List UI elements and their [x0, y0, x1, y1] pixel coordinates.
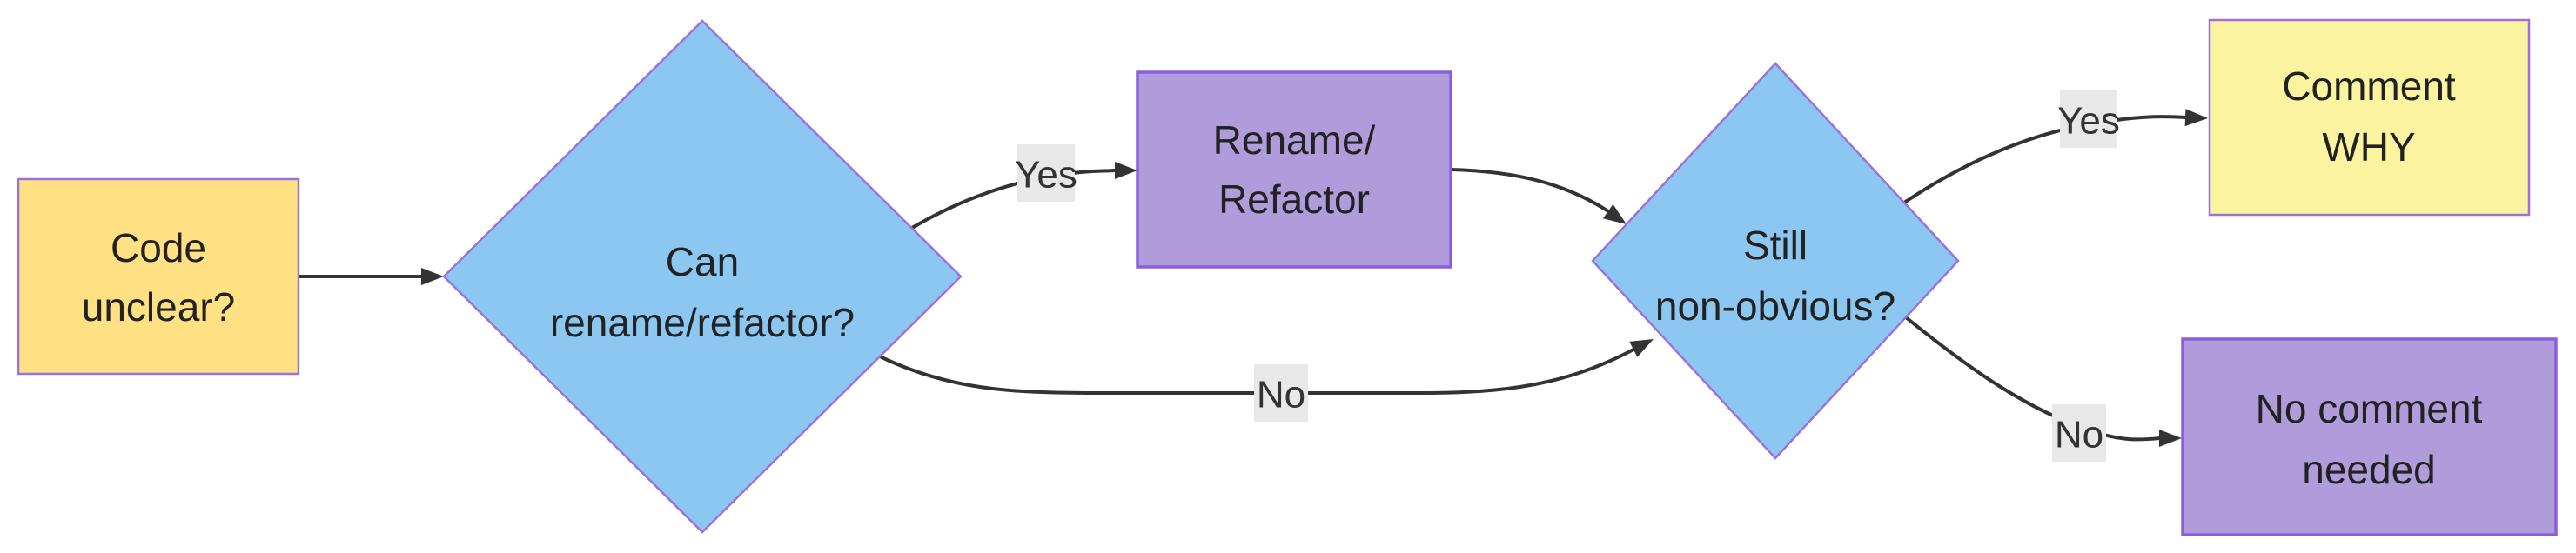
arrowhead-into-no-comment — [2159, 430, 2182, 447]
arrowhead-into-comment-why — [2184, 109, 2208, 127]
edge-label-yes-2-bg — [2060, 90, 2117, 148]
node-no-comment-needed-label-line2: needed — [2302, 447, 2436, 492]
arrowhead-into-rename-refactor — [1115, 162, 1137, 179]
edge-label-no-2-bg — [2052, 404, 2106, 462]
node-no-comment-needed: No comment needed — [2181, 337, 2558, 536]
node-code-unclear-label-line1: Code — [111, 225, 206, 270]
node-code-unclear-shape — [17, 177, 300, 376]
arrowhead-group — [421, 109, 2208, 447]
node-can-rename-refactor-shape — [442, 19, 963, 534]
node-comment-why: Comment WHY — [2208, 18, 2531, 217]
edge-rename-refactor-to-still-non-obvious — [1449, 168, 1610, 213]
node-no-comment-needed-shape — [2181, 337, 2558, 536]
node-can-rename-refactor-label-line1: Can — [666, 239, 739, 284]
node-code-unclear: Code unclear? — [17, 177, 300, 376]
node-still-non-obvious-shape — [1591, 62, 1960, 460]
edge-label-yes-2-text: Yes — [2057, 100, 2120, 143]
arrowhead-into-can-rename — [421, 268, 444, 285]
edge-label-no-1: No — [1254, 364, 1308, 422]
node-code-unclear-label-line2: unclear? — [82, 284, 235, 330]
node-rename-refactor-shape — [1136, 70, 1452, 269]
edge-label-yes-2: Yes — [2057, 90, 2120, 148]
node-no-comment-needed-label-line1: No comment — [2256, 386, 2483, 431]
edge-label-group: Yes No Yes No — [1015, 90, 2120, 462]
edge-label-yes-1-bg — [1017, 144, 1075, 202]
node-still-non-obvious-label-line2: non-obvious? — [1655, 283, 1895, 329]
edge-label-yes-1-text: Yes — [1015, 154, 1077, 197]
node-rename-refactor: Rename/ Refactor — [1136, 70, 1452, 269]
edge-label-no-2-text: No — [2055, 414, 2103, 456]
edge-label-no-1-bg — [1254, 364, 1308, 422]
node-comment-why-shape — [2208, 18, 2531, 217]
node-rename-refactor-label-line1: Rename/ — [1213, 117, 1376, 163]
node-rename-refactor-label-line2: Refactor — [1218, 177, 1370, 222]
arrowhead-no-into-still-non-obvious — [1629, 339, 1654, 357]
node-still-non-obvious-label-line1: Still — [1743, 223, 1808, 268]
edge-label-no-2: No — [2052, 404, 2106, 462]
edge-label-yes-1: Yes — [1015, 144, 1077, 202]
edge-can-rename-yes-to-rename-refactor — [910, 169, 1117, 230]
node-can-rename-refactor-label-line2: rename/refactor? — [550, 300, 855, 345]
edge-label-no-1-text: No — [1257, 374, 1305, 416]
node-comment-why-label-line2: WHY — [2322, 124, 2415, 170]
node-comment-why-label-line1: Comment — [2282, 63, 2456, 109]
arrowhead-rename-into-still-non-obvious — [1602, 203, 1627, 224]
node-can-rename-refactor: Can rename/refactor? — [442, 19, 963, 534]
node-still-non-obvious: Still non-obvious? — [1591, 62, 1960, 460]
